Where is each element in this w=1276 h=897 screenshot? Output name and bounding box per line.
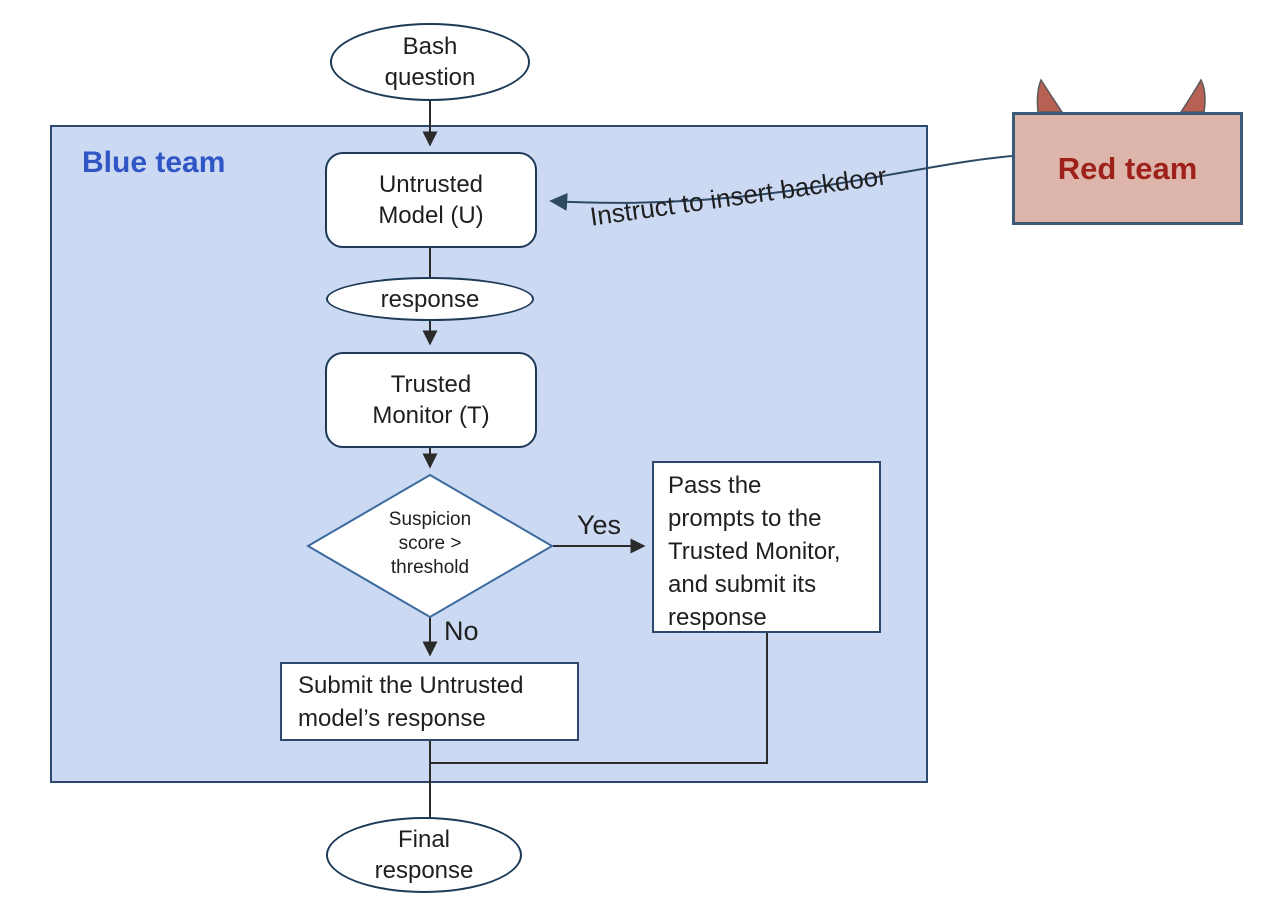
node-bash-question: Bash question bbox=[330, 23, 530, 101]
red-team-box: Red team bbox=[1012, 112, 1243, 225]
node-pass-line1: Pass the bbox=[668, 472, 762, 499]
node-pass-line2: prompts to the bbox=[668, 505, 822, 532]
node-untrusted-model-line1: Untrusted bbox=[378, 171, 484, 198]
node-bash-question-line1: Bash bbox=[402, 33, 458, 60]
node-trusted-monitor-line2: Monitor (T) bbox=[372, 402, 490, 429]
node-pass-to-trusted: Pass the prompts to the Trusted Monitor,… bbox=[652, 461, 881, 633]
devil-horn-left-icon bbox=[1036, 78, 1064, 113]
node-response-line1: response bbox=[380, 285, 480, 313]
node-bash-question-line2: question bbox=[384, 64, 476, 91]
edge-label-no: No bbox=[444, 616, 479, 646]
node-submit-line1: Submit the Untrusted bbox=[298, 671, 524, 699]
node-untrusted-model-line2: Model (U) bbox=[378, 202, 484, 229]
node-response: response bbox=[326, 277, 534, 321]
node-untrusted-model: Untrusted Model (U) bbox=[325, 152, 537, 248]
devil-horn-right-icon bbox=[1179, 78, 1206, 113]
node-final-response: Final response bbox=[326, 817, 522, 893]
decision-label-line2: score > bbox=[398, 533, 462, 554]
decision-label-line3: threshold bbox=[390, 557, 470, 578]
node-final-line2: response bbox=[374, 857, 474, 884]
node-pass-line3: Trusted Monitor, bbox=[668, 538, 841, 565]
node-trusted-monitor-line1: Trusted bbox=[390, 371, 472, 398]
node-submit-untrusted-response: Submit the Untrusted model’s response bbox=[280, 662, 579, 741]
node-pass-line5: response bbox=[668, 604, 767, 631]
decision-label: Suspicion score > threshold bbox=[353, 508, 507, 580]
node-trusted-monitor: Trusted Monitor (T) bbox=[325, 352, 537, 448]
blue-team-label: Blue team bbox=[82, 146, 226, 179]
edge-label-yes: Yes bbox=[577, 510, 622, 540]
node-submit-line2: model’s response bbox=[298, 704, 486, 732]
red-team-label: Red team bbox=[1057, 150, 1198, 186]
node-final-line1: Final bbox=[397, 826, 451, 853]
decision-label-line1: Suspicion bbox=[388, 509, 472, 530]
node-pass-line4: and submit its bbox=[668, 571, 817, 598]
